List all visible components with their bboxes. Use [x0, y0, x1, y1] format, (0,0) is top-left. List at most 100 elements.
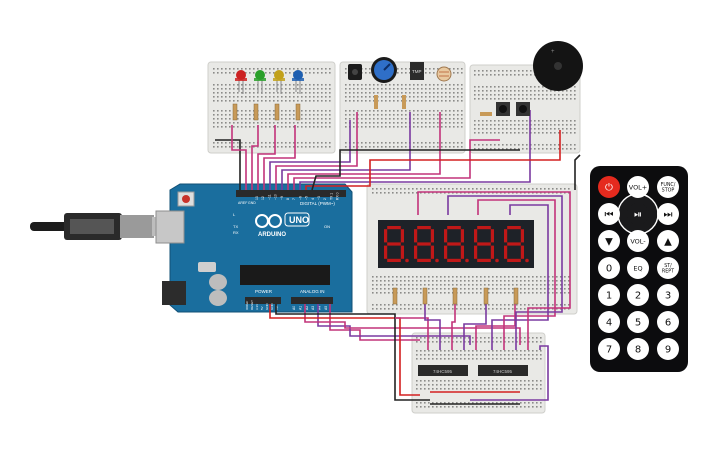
- breadboard-hole: [460, 337, 462, 339]
- digit-7-button[interactable]: 7: [598, 338, 620, 360]
- breadboard-hole: [353, 146, 355, 148]
- wire-seg-c[interactable]: [451, 304, 456, 350]
- breadboard-hole: [393, 126, 395, 128]
- pushbutton-1[interactable]: [496, 102, 510, 116]
- shift-register-2[interactable]: 74HC595: [478, 365, 528, 376]
- wire-gnd-bottom[interactable]: [275, 304, 430, 401]
- digit-0-button[interactable]: 0: [598, 257, 620, 279]
- power-header[interactable]: [245, 297, 281, 304]
- digit-2-button[interactable]: 2: [627, 284, 649, 306]
- wire-led-red[interactable]: [231, 125, 247, 190]
- wire-seg-f[interactable]: [491, 204, 549, 350]
- shift-register-1[interactable]: 74HC595: [418, 365, 468, 376]
- breadboard-hole: [550, 120, 552, 122]
- vol-down-button[interactable]: VOL-: [627, 230, 649, 252]
- breadboard-hole: [257, 100, 259, 102]
- breadboard-hole: [574, 148, 576, 150]
- vol-up-button[interactable]: VOL+: [627, 176, 649, 198]
- analog-header[interactable]: [291, 297, 333, 304]
- next-button[interactable]: ⏭: [657, 203, 679, 225]
- ir-receiver[interactable]: [348, 64, 362, 80]
- digit-9-button[interactable]: 9: [657, 338, 679, 360]
- digit-4-button[interactable]: 4: [598, 311, 620, 333]
- digit-3-button[interactable]: 3: [657, 284, 679, 306]
- wire-pot[interactable]: [275, 112, 358, 190]
- breadboard-hole: [484, 276, 486, 278]
- wire-seg-a[interactable]: [395, 317, 429, 350]
- breadboard-hole: [321, 110, 323, 112]
- breadboard-hole: [524, 388, 526, 390]
- breadboard-hole: [512, 188, 514, 190]
- temperature-sensor[interactable]: TMP: [410, 62, 424, 80]
- wire-led-yellow[interactable]: [257, 125, 276, 190]
- breadboard-hole: [536, 388, 538, 390]
- wire-ldr[interactable]: [287, 112, 441, 190]
- wire-seg-g[interactable]: [477, 199, 556, 350]
- breadboard-hole: [449, 114, 451, 116]
- wire-buzzer[interactable]: [293, 139, 500, 190]
- wire-led-blue[interactable]: [263, 125, 296, 190]
- arduino-uno-board[interactable]: ARDUINO UNO DIGITAL (PWM~) POWER ANALOG …: [155, 183, 353, 313]
- breadboard-hole: [558, 120, 560, 122]
- play-pause-button[interactable]: ⏯: [627, 203, 649, 225]
- wire-gnd-display[interactable]: [574, 154, 581, 190]
- wire-seg-dp[interactable]: [447, 195, 563, 350]
- led-3[interactable]: [273, 70, 285, 94]
- wire-shift-latch[interactable]: [304, 304, 521, 345]
- seven-segment-display[interactable]: [378, 220, 534, 268]
- digit-5-button[interactable]: 5: [627, 311, 649, 333]
- breadboard-hole: [546, 124, 548, 126]
- piezo-buzzer[interactable]: +: [533, 41, 583, 91]
- breadboard-hole: [365, 122, 367, 124]
- breadboard-hole: [369, 96, 371, 98]
- breadboard-hole: [436, 406, 438, 408]
- wire-cascade[interactable]: [470, 345, 549, 401]
- digit-8-button[interactable]: 8: [627, 338, 649, 360]
- breadboard-hole: [496, 380, 498, 382]
- breadboard-hole: [345, 72, 347, 74]
- wire-led-green[interactable]: [251, 125, 259, 190]
- wire-sensor[interactable]: [281, 112, 411, 190]
- reset-button[interactable]: [182, 195, 190, 203]
- wire-pushbutton[interactable]: [299, 110, 531, 190]
- up-button[interactable]: ▲: [657, 230, 679, 252]
- wire-digit-sel[interactable]: [417, 191, 571, 350]
- breadboard-hole: [452, 280, 454, 282]
- breadboard-top-left[interactable]: [207, 61, 336, 154]
- wire-seg-d[interactable]: [463, 304, 487, 350]
- breadboard-hole: [417, 100, 419, 102]
- wire-gnd-top[interactable]: [311, 149, 520, 191]
- led-2[interactable]: [254, 70, 266, 94]
- wire-seg-e[interactable]: [475, 304, 516, 350]
- breadboard-hole: [457, 126, 459, 128]
- breadboard-hole: [412, 292, 414, 294]
- eq-button-label: EQ: [633, 264, 642, 272]
- digit-6-button[interactable]: 6: [657, 311, 679, 333]
- led-4[interactable]: [292, 70, 304, 94]
- potentiometer[interactable]: [371, 57, 397, 83]
- breadboard-hole: [261, 142, 263, 144]
- led-1[interactable]: [235, 70, 247, 94]
- wire-5v-top[interactable]: [305, 130, 561, 190]
- func-stop-button[interactable]: FUNC/STOP: [657, 176, 679, 198]
- breadboard-hole: [570, 128, 572, 130]
- breadboard-hole: [317, 88, 319, 90]
- down-button[interactable]: ▼: [598, 230, 620, 252]
- breadboard-hole: [293, 122, 295, 124]
- digit-1-button[interactable]: 1: [598, 284, 620, 306]
- breadboard-hole: [508, 380, 510, 382]
- wire-seg-b[interactable]: [424, 304, 441, 350]
- wire-gnd[interactable]: [215, 139, 241, 190]
- photoresistor[interactable]: [436, 66, 452, 82]
- digital-header[interactable]: [236, 190, 346, 197]
- eq-button[interactable]: EQ: [627, 257, 649, 279]
- breadboard-hole: [460, 284, 462, 286]
- prev-button[interactable]: ⏮: [598, 203, 620, 225]
- wire-button[interactable]: [269, 120, 351, 190]
- st-rept-button[interactable]: ST/REPT: [657, 257, 679, 279]
- breadboard-hole: [518, 86, 520, 88]
- power-button[interactable]: ⏻: [598, 176, 620, 198]
- pushbutton-2[interactable]: [516, 102, 530, 116]
